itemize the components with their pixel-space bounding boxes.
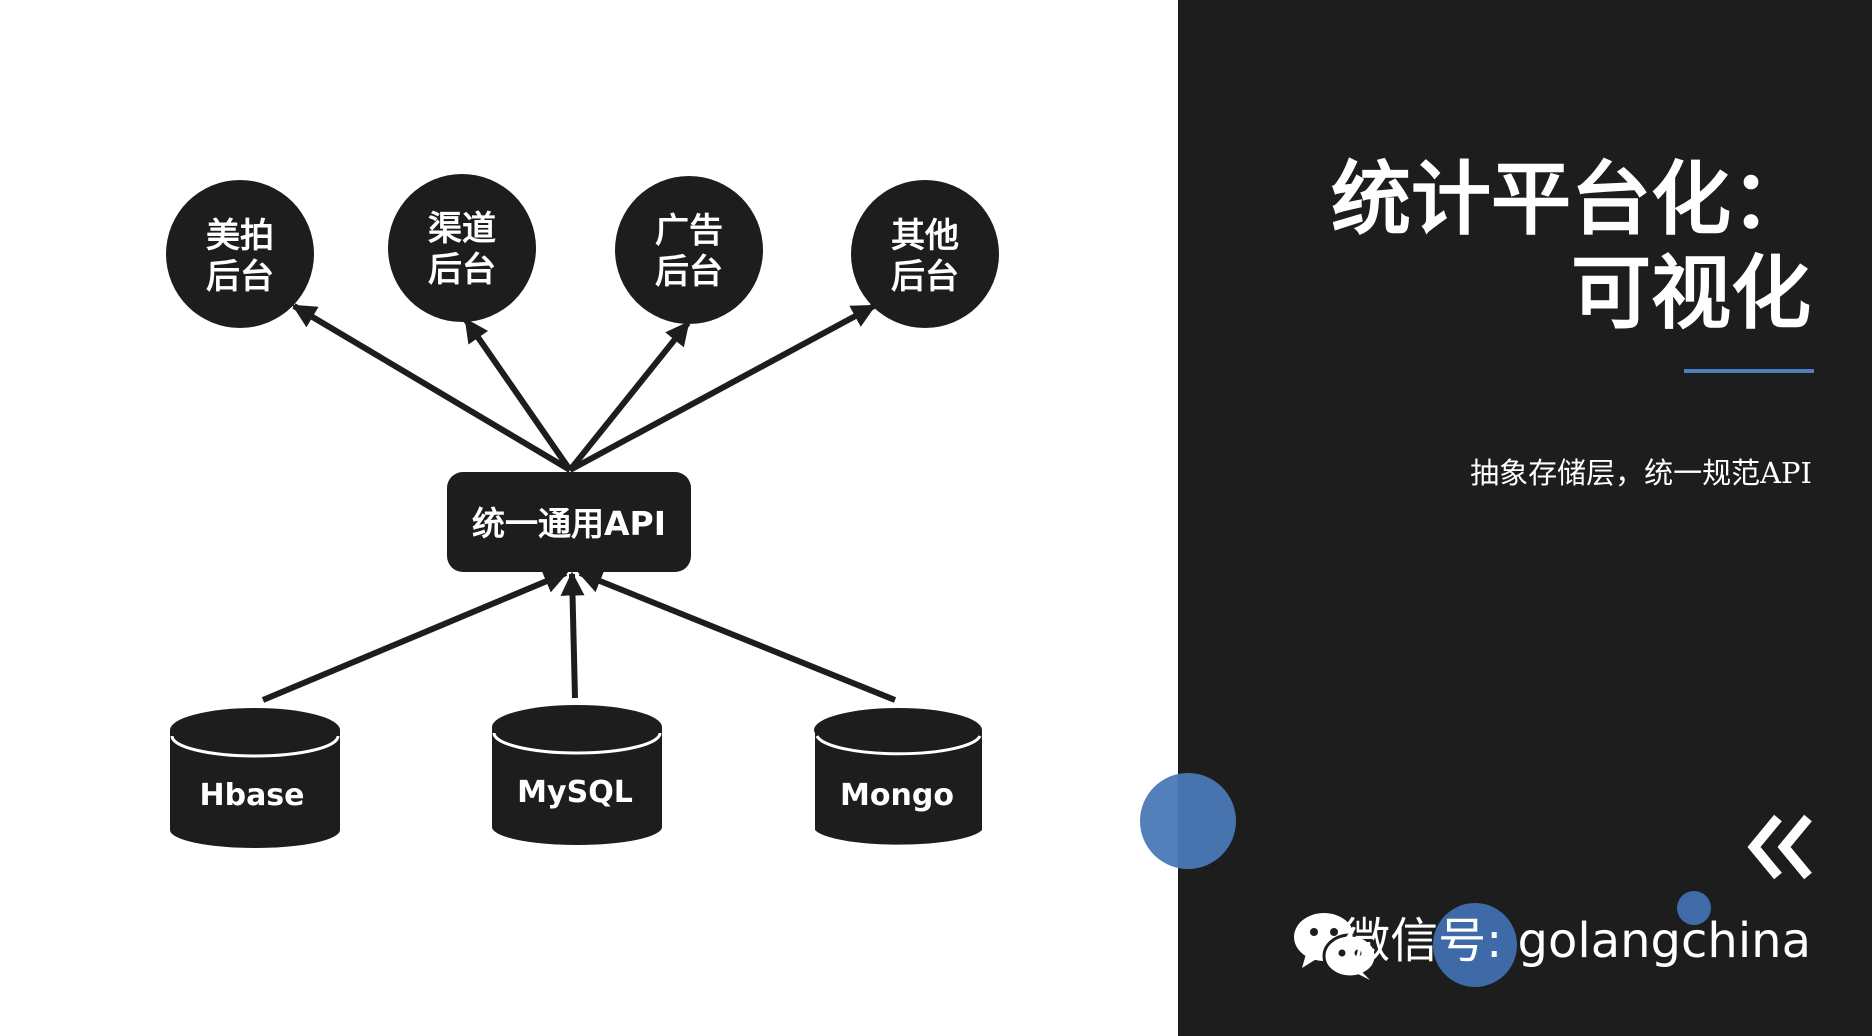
arrow-hub-to-qita [568,303,877,473]
arrow-hub-to-qudao [463,318,573,472]
title-panel [1178,0,1872,1036]
target-label-line2: 后台 [428,250,496,290]
architecture-diagram: 美拍 后台 渠道 后台 广告 后台 其他 后台 统一通用API Hba [166,174,999,848]
target-label-line2: 后台 [655,252,723,292]
arrow-hbase-to-hub [261,570,569,703]
arrow-mongo-to-hub [577,569,897,703]
target-node-meipai: 美拍 后台 [166,180,314,328]
target-node-qita: 其他 后台 [851,180,999,328]
target-label-line1: 美拍 [206,216,274,256]
database-label: Mongo [840,778,954,813]
target-label-line2: 后台 [206,257,274,297]
decorative-circle-medium [1433,903,1517,987]
chevron-double-left-icon [1747,814,1812,880]
decorative-circle-small [1677,891,1711,925]
hub-to-target-arrows [291,303,877,473]
slide-subtitle: 抽象存储层，统一规范API [1470,456,1812,490]
target-label-line1: 其他 [891,216,959,256]
hub-label: 统一通用API [472,504,666,543]
slide-title-line1: 统计平台化： [1331,153,1811,246]
database-node-mongo: Mongo [814,708,982,845]
arrow-mysql-to-hub [560,571,585,699]
target-label-line1: 广告 [655,211,723,251]
arrow-hub-to-meipai [291,303,572,473]
hub-node: 统一通用API [447,472,691,572]
decorative-circle-large [1140,773,1236,869]
database-label: Hbase [199,778,304,813]
wechat-id-label: 微信号: golangchina [1342,913,1811,969]
diagram-area: 美拍 后台 渠道 后台 广告 后台 其他 后台 统一通用API Hba [166,174,999,848]
target-node-qudao: 渠道 后台 [388,174,536,322]
database-node-mysql: MySQL [492,705,662,845]
arrow-hub-to-guanggao [567,321,691,472]
database-node-hbase: Hbase [170,708,340,848]
wechat-icon [1294,913,1378,980]
title-underline [1684,369,1814,373]
slide-title-line2: 可视化 [1571,247,1811,340]
target-label-line2: 后台 [891,257,959,297]
database-label: MySQL [517,775,633,810]
target-node-guanggao: 广告 后台 [615,176,763,324]
target-label-line1: 渠道 [428,209,496,249]
source-to-hub-arrows [261,569,897,703]
